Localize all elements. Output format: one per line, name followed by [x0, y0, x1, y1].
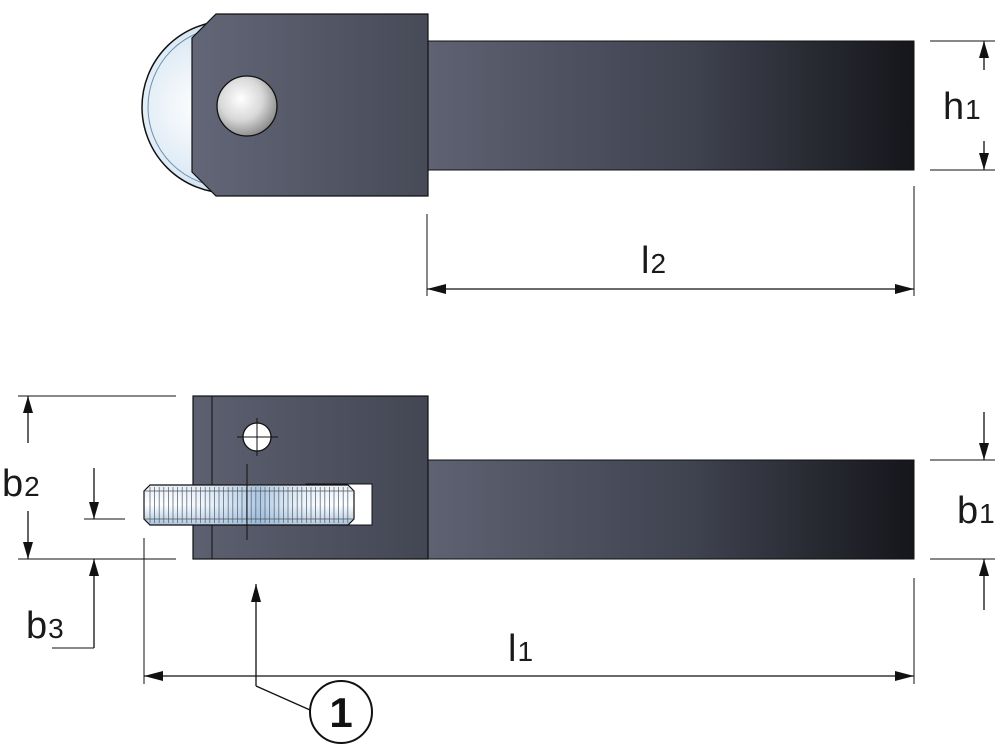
dimension-l1: l1 — [143, 538, 915, 684]
svg-text:l1: l1 — [508, 628, 533, 670]
label-l1: l — [508, 628, 516, 670]
svg-text:l2: l2 — [641, 240, 666, 282]
svg-text:h1: h1 — [943, 86, 981, 128]
callout-number: 1 — [329, 689, 352, 736]
label-b3: b — [26, 605, 47, 647]
callout-1: 1 — [251, 584, 373, 744]
top-head — [191, 13, 429, 197]
side-shank — [425, 459, 915, 560]
label-b1: b — [957, 490, 978, 532]
screw-hole-icon — [237, 418, 278, 456]
label-l2: l — [641, 240, 649, 282]
callout-circle — [309, 680, 373, 744]
svg-text:b3: b3 — [26, 605, 64, 647]
label-h1: h — [943, 86, 964, 128]
dimension-b1: b1 — [930, 412, 995, 610]
pin-ball — [216, 75, 278, 137]
top-view — [141, 13, 915, 197]
svg-text:b1: b1 — [957, 490, 995, 532]
svg-text:b2: b2 — [2, 463, 40, 505]
dimension-h1: h1 — [930, 40, 995, 171]
label-b2-sub: 2 — [24, 471, 40, 502]
dimension-l2: l2 — [426, 186, 915, 296]
top-shank — [425, 40, 915, 171]
side-view — [143, 395, 915, 560]
dimension-b2: b2 — [2, 395, 176, 560]
dimension-b3: b3 — [26, 468, 125, 649]
side-head — [192, 395, 429, 560]
label-b2: b — [2, 463, 23, 505]
label-h1-sub: 1 — [965, 94, 981, 125]
label-b3-sub: 3 — [48, 613, 64, 644]
knurl-wheel-front — [143, 484, 355, 526]
label-b1-sub: 1 — [979, 498, 995, 529]
label-l2-sub: 2 — [650, 248, 666, 279]
label-l1-sub: 1 — [517, 636, 533, 667]
